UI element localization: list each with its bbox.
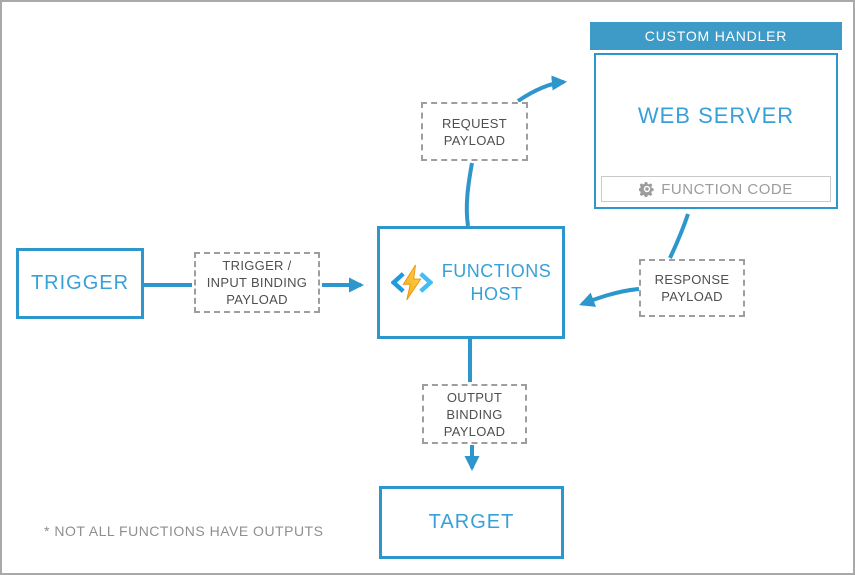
connector-web-server-to-response-payload [668,213,690,259]
payload-text-line: RESPONSE [654,272,730,287]
trigger-label: TRIGGER [30,272,130,294]
payload-text-line: REQUEST [442,115,507,131]
functions-host-label-line2: HOST [470,283,523,304]
connector-host-to-request-payload [464,162,474,227]
payload-text-line: PAYLOAD [443,132,506,148]
payload-text-line: OUTPUT [446,389,503,405]
custom-handler-header: CUSTOM HANDLER [590,22,842,50]
payload-text-line: PAYLOAD [661,289,723,304]
web-server-node: WEB SERVER FUNCTION CODE [594,53,838,209]
target-label: TARGET [428,511,515,533]
gear-icon [639,182,654,197]
payload-text-line: PAYLOAD [443,423,506,439]
function-code-box: FUNCTION CODE [601,176,831,202]
web-server-label: WEB SERVER [637,102,795,128]
custom-handler-title: CUSTOM HANDLER [644,28,788,44]
payload-text-line: BINDING [446,406,503,422]
functions-host-node: FUNCTIONS HOST [377,226,565,339]
connector-request-payload-to-web-server [516,75,568,103]
footnote: * NOT ALL FUNCTIONS HAVE OUTPUTS [44,523,324,539]
function-code-label: FUNCTION CODE [661,180,793,198]
trigger-node: TRIGGER [16,248,144,319]
functions-host-label: FUNCTIONS HOST [442,260,552,306]
functions-host-label-line1: FUNCTIONS [441,260,552,281]
payload-text-line: PAYLOAD [226,292,288,307]
azure-functions-icon [390,264,433,301]
response-payload: RESPONSE PAYLOAD [639,259,745,317]
request-payload: REQUEST PAYLOAD [421,102,528,161]
payload-text-line: TRIGGER / [222,258,292,273]
output-binding-payload: OUTPUT BINDING PAYLOAD [422,384,527,444]
custom-handler-container: CUSTOM HANDLER WEB SERVER FUNCTION CODE [590,22,842,210]
connector-response-payload-to-host [579,287,640,307]
trigger-input-binding-payload: TRIGGER / INPUT BINDING PAYLOAD [194,252,320,313]
payload-text-line: INPUT BINDING [206,275,308,290]
target-node: TARGET [379,486,564,559]
